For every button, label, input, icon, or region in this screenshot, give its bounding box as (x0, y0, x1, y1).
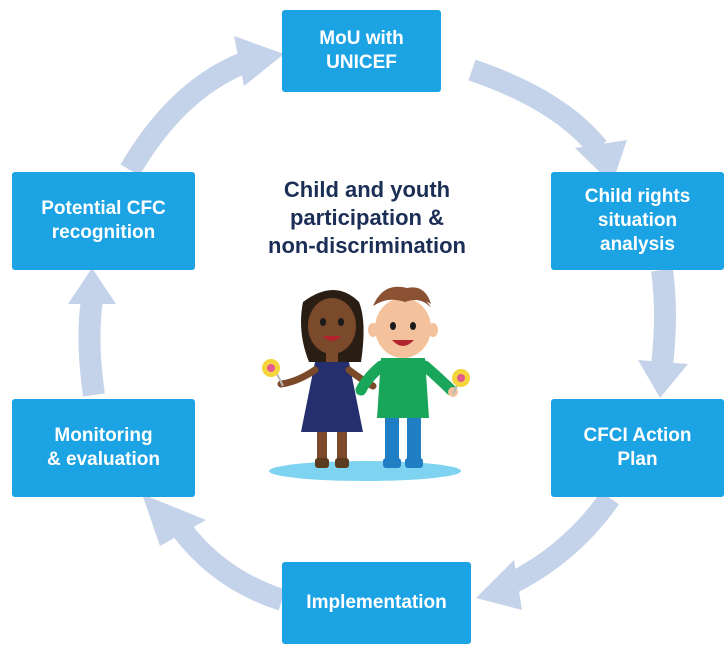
step-cfc-recognition-label: Potential CFC recognition (41, 198, 166, 243)
step-mou-label: MoU with UNICEF (319, 28, 404, 73)
arrow-recognition-to-mou (120, 51, 251, 176)
arrow-analysis-to-plan (651, 268, 676, 367)
arrow-implementation-to-monitoring-head (142, 494, 206, 546)
arrow-analysis-to-plan-head (638, 360, 688, 398)
arrow-mou-to-analysis (468, 59, 607, 156)
arrow-implementation-to-monitoring (173, 523, 286, 611)
step-monitoring-evaluation: Monitoring & evaluation (12, 399, 195, 497)
step-situation-analysis: Child rights situation analysis (551, 172, 724, 270)
arrow-plan-to-implementation (503, 491, 620, 595)
boy-figure (355, 286, 470, 468)
step-mou: MoU with UNICEF (282, 10, 441, 92)
step-monitoring-evaluation-label: Monitoring & evaluation (47, 425, 160, 470)
step-action-plan-label: CFCI Action Plan (583, 425, 692, 470)
arrow-monitoring-to-recognition (78, 298, 105, 397)
step-cfc-recognition: Potential CFC recognition (12, 172, 195, 270)
step-implementation: Implementation (282, 562, 471, 644)
step-situation-analysis-label: Child rights situation analysis (584, 186, 691, 255)
ground-shadow (269, 461, 461, 481)
children-illustration (262, 286, 470, 481)
arrow-monitoring-to-recognition-head (68, 268, 116, 304)
arrow-recognition-to-mou-head (234, 36, 284, 86)
arrow-plan-to-implementation-head (476, 560, 522, 610)
step-implementation-label: Implementation (306, 592, 447, 613)
girl-figure (262, 290, 377, 468)
center-title: Child and youth participation & non-disc… (268, 177, 466, 258)
step-action-plan: CFCI Action Plan (551, 399, 724, 497)
